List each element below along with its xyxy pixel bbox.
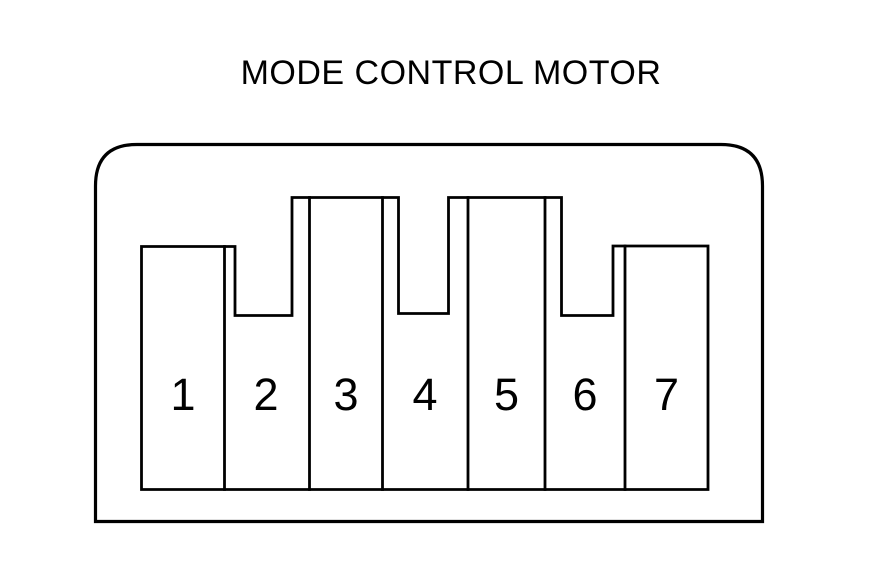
- pin-label-2: 2: [253, 369, 278, 420]
- diagram-title: MODE CONTROL MOTOR: [241, 54, 662, 92]
- pin-label-4: 4: [412, 369, 437, 420]
- pin-label-1: 1: [170, 369, 195, 420]
- pin-label-5: 5: [494, 369, 519, 420]
- pin-label-6: 6: [572, 369, 597, 420]
- pin-label-3: 3: [333, 369, 358, 420]
- pin-labels: 1 2 3 4 5 6 7: [170, 369, 679, 420]
- cavity-divider-lines: [223, 196, 627, 491]
- cavity-profile-outline: [140, 196, 710, 491]
- connector-drawing: [93, 142, 765, 524]
- connector-body-outline: [93, 142, 765, 524]
- pin-label-7: 7: [654, 369, 679, 420]
